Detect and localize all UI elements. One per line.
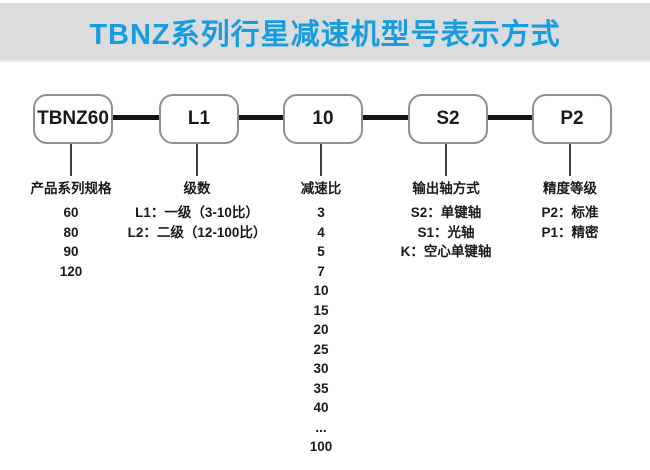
list-item: 15 (313, 302, 329, 318)
list-item: 25 (313, 341, 329, 357)
list-item: 60 (63, 205, 79, 220)
stub-line-ratio (320, 144, 322, 176)
list-item: 40 (313, 400, 329, 415)
column-ratio-items: 3 4 5 7 10 15 20 25 30 35 40 ... 100 (261, 203, 381, 457)
column-stages: 级数 L1：一级（3-10比） L2：二级（12-100比） (97, 177, 297, 242)
title-bar: TBNZ系列行星减速机型号表示方式 (0, 3, 650, 62)
column-series-items: 60 80 90 120 (11, 203, 131, 281)
stub-line-stages (196, 144, 198, 176)
list-item: 35 (313, 380, 329, 396)
column-precision: 精度等级 P2：标准 P1：精密 (495, 177, 645, 242)
code-box-stages: L1 (159, 94, 239, 144)
column-stages-items: L1：一级（3-10比） L2：二级（12-100比） (97, 203, 297, 242)
list-item: L1：一级（3-10比） (135, 205, 259, 220)
list-item: P2：标准 (541, 205, 599, 220)
stub-line-output-shaft (445, 144, 447, 176)
list-item: K：空心单键轴 (400, 244, 492, 259)
list-item: 4 (317, 224, 325, 240)
list-item: S2：单键轴 (410, 205, 482, 220)
list-item: 30 (313, 361, 329, 376)
list-item: 80 (63, 224, 79, 240)
column-output-shaft: 输出轴方式 S2：单键轴 S1：光轴 K：空心单键轴 (361, 177, 531, 262)
code-box-stages-label: L1 (187, 108, 211, 129)
list-item: P1：精密 (541, 224, 599, 240)
model-code-diagram: TBNZ60 L1 10 S2 P2 产品系列规格 60 80 90 120 (0, 62, 650, 470)
code-box-output-shaft-label: S2 (436, 108, 460, 129)
code-box-series-label: TBNZ60 (37, 108, 109, 129)
column-precision-items: P2：标准 P1：精密 (495, 203, 645, 242)
page-title: TBNZ系列行星减速机型号表示方式 (89, 18, 561, 51)
stub-line-series (70, 144, 72, 176)
column-precision-title: 精度等级 (543, 181, 597, 196)
column-output-shaft-title: 输出轴方式 (412, 181, 480, 196)
list-item: 20 (313, 322, 329, 337)
code-box-precision-label: P2 (560, 108, 584, 129)
code-box-ratio: 10 (283, 94, 363, 144)
list-item: 3 (317, 205, 325, 220)
code-box-output-shaft: S2 (408, 94, 488, 144)
column-ratio: 减速比 3 4 5 7 10 15 20 25 30 35 40 ... 100 (261, 177, 381, 457)
column-output-shaft-items: S2：单键轴 S1：光轴 K：空心单键轴 (361, 203, 531, 262)
list-item: 100 (309, 439, 333, 454)
column-series: 产品系列规格 60 80 90 120 (11, 177, 131, 281)
code-box-ratio-label: 10 (312, 108, 334, 129)
list-item: 10 (313, 283, 329, 298)
list-item: 120 (59, 263, 83, 279)
stub-line-precision (569, 144, 571, 176)
column-ratio-title: 减速比 (300, 181, 342, 196)
code-box-series: TBNZ60 (33, 94, 113, 144)
column-series-title: 产品系列规格 (30, 181, 112, 196)
list-item: L2：二级（12-100比） (127, 224, 267, 240)
list-item: 7 (317, 263, 325, 279)
column-stages-title: 级数 (183, 181, 211, 196)
code-box-precision: P2 (532, 94, 612, 144)
list-item: ... (315, 419, 327, 435)
list-item: S1：光轴 (417, 224, 475, 240)
list-item: 5 (317, 244, 325, 259)
list-item: 90 (63, 244, 79, 259)
